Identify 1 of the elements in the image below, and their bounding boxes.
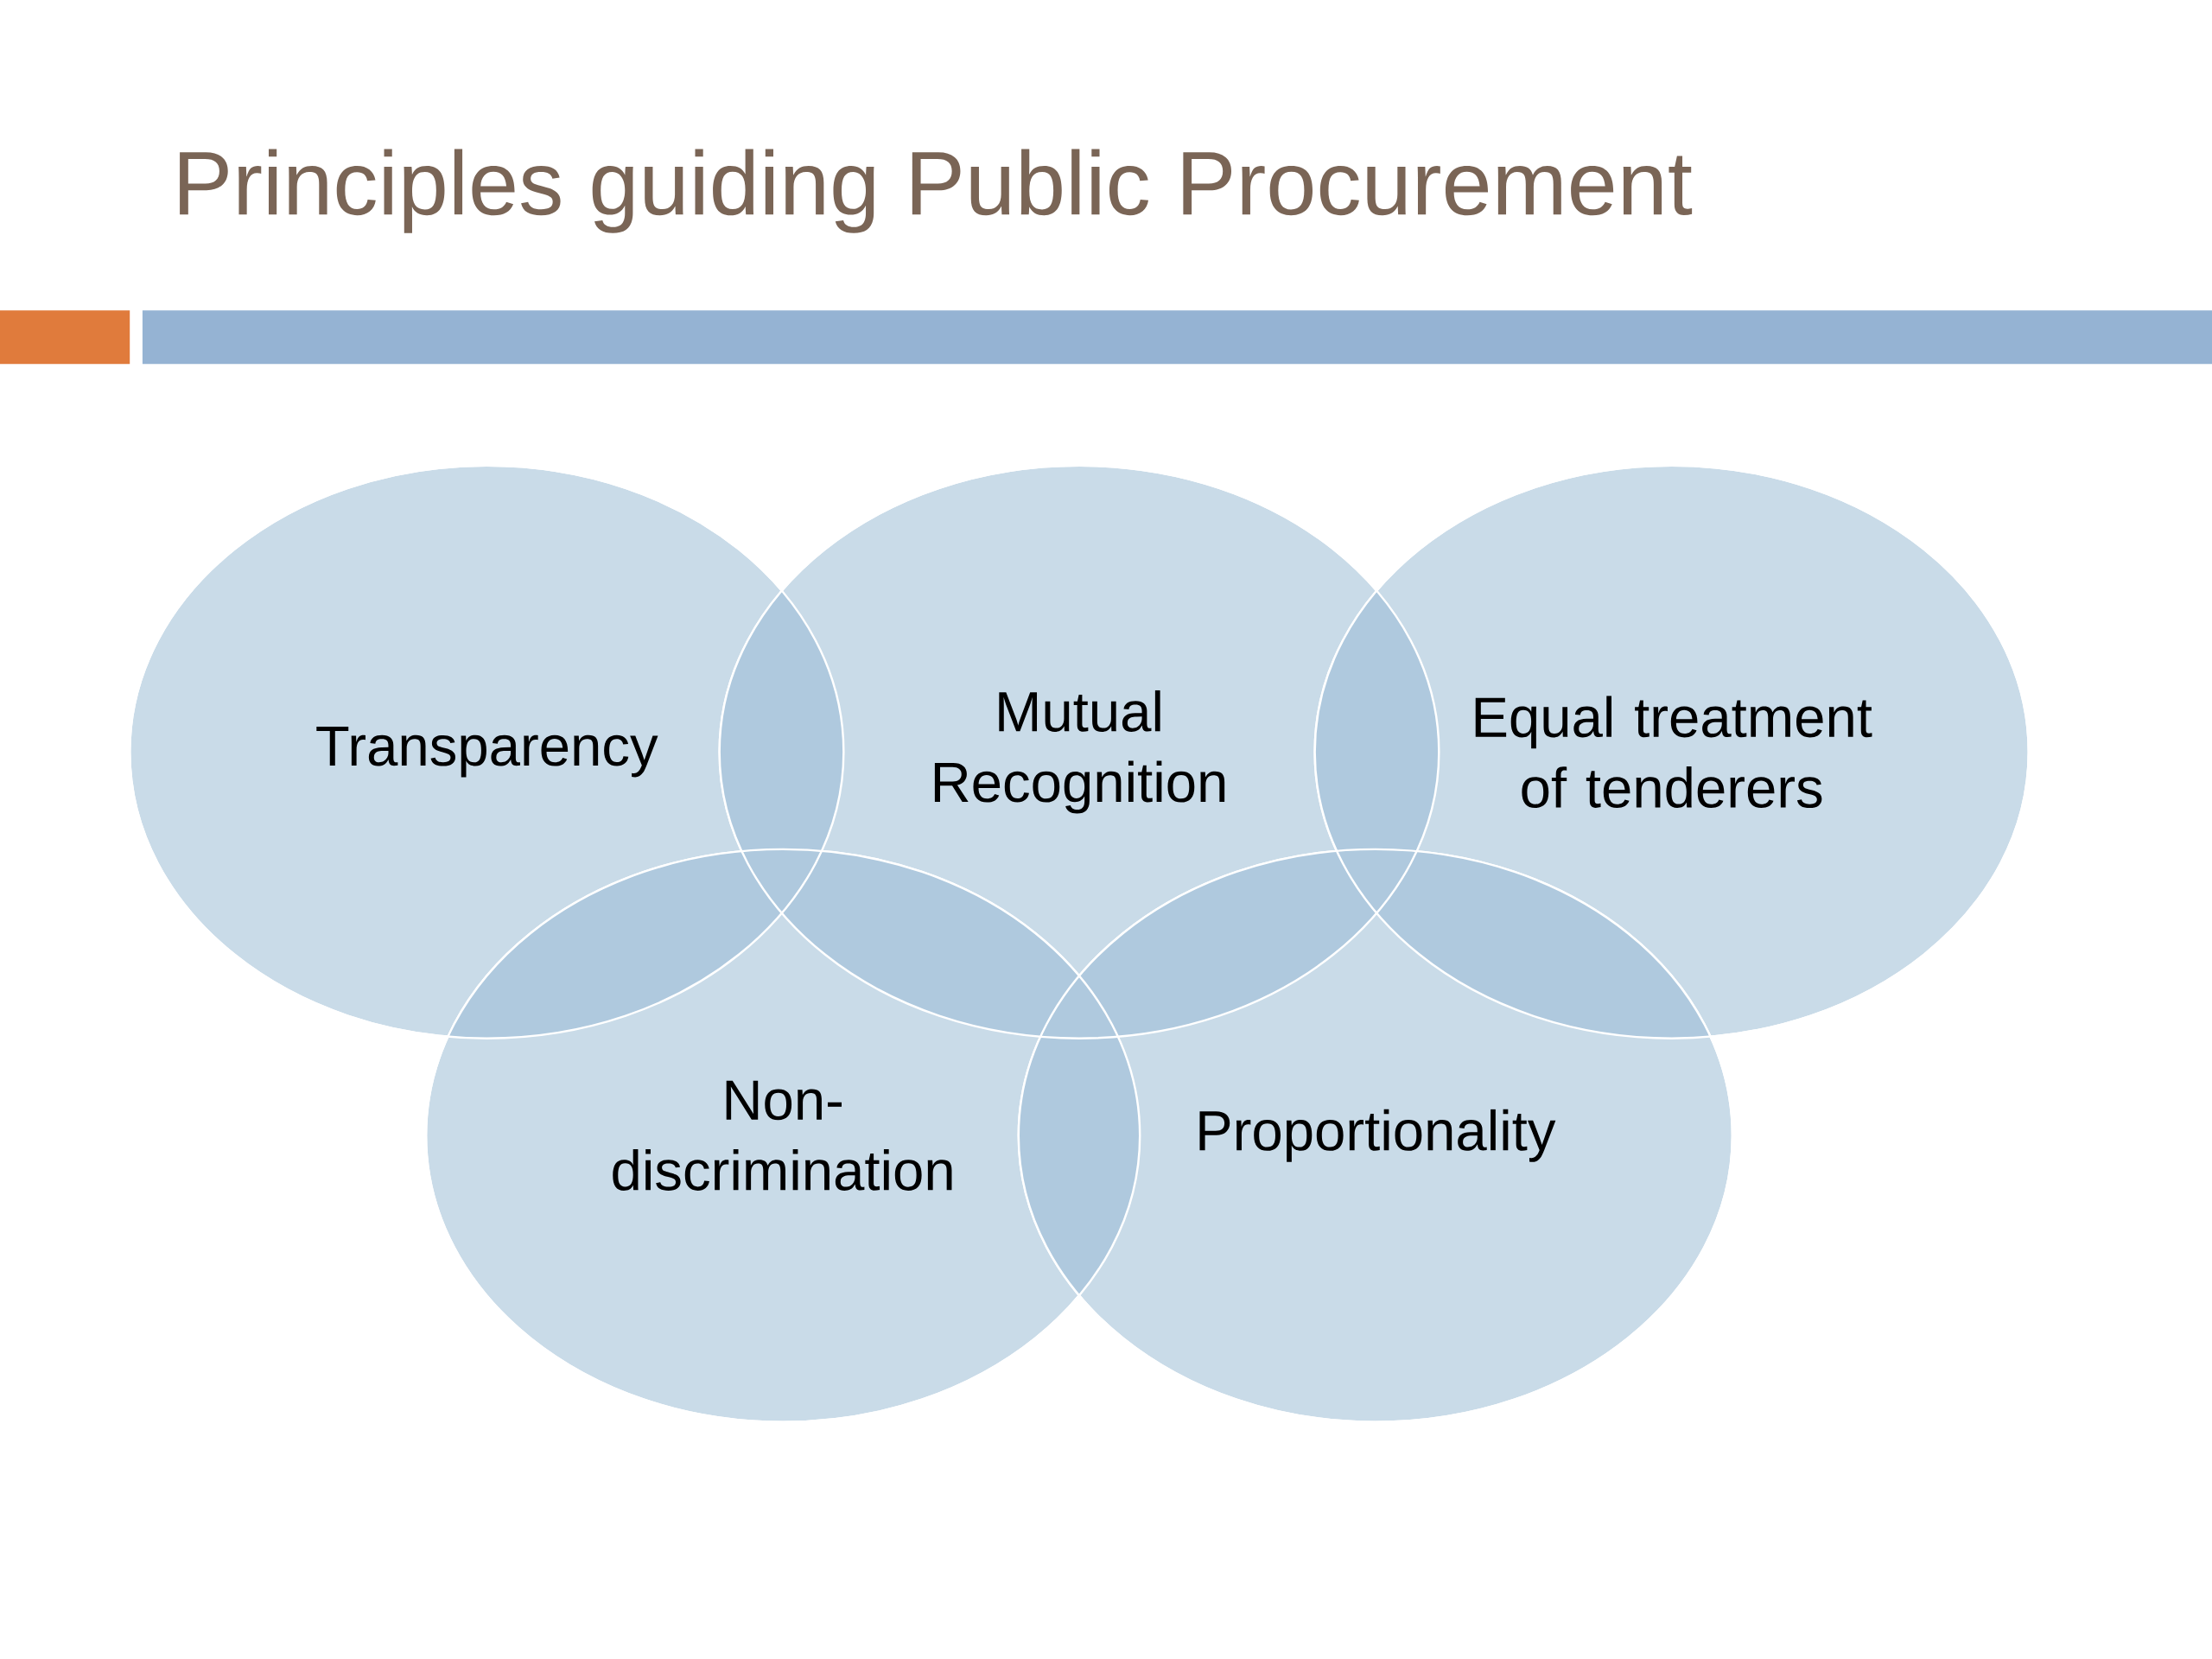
title: Principles guiding Public Procurement <box>180 149 1693 233</box>
